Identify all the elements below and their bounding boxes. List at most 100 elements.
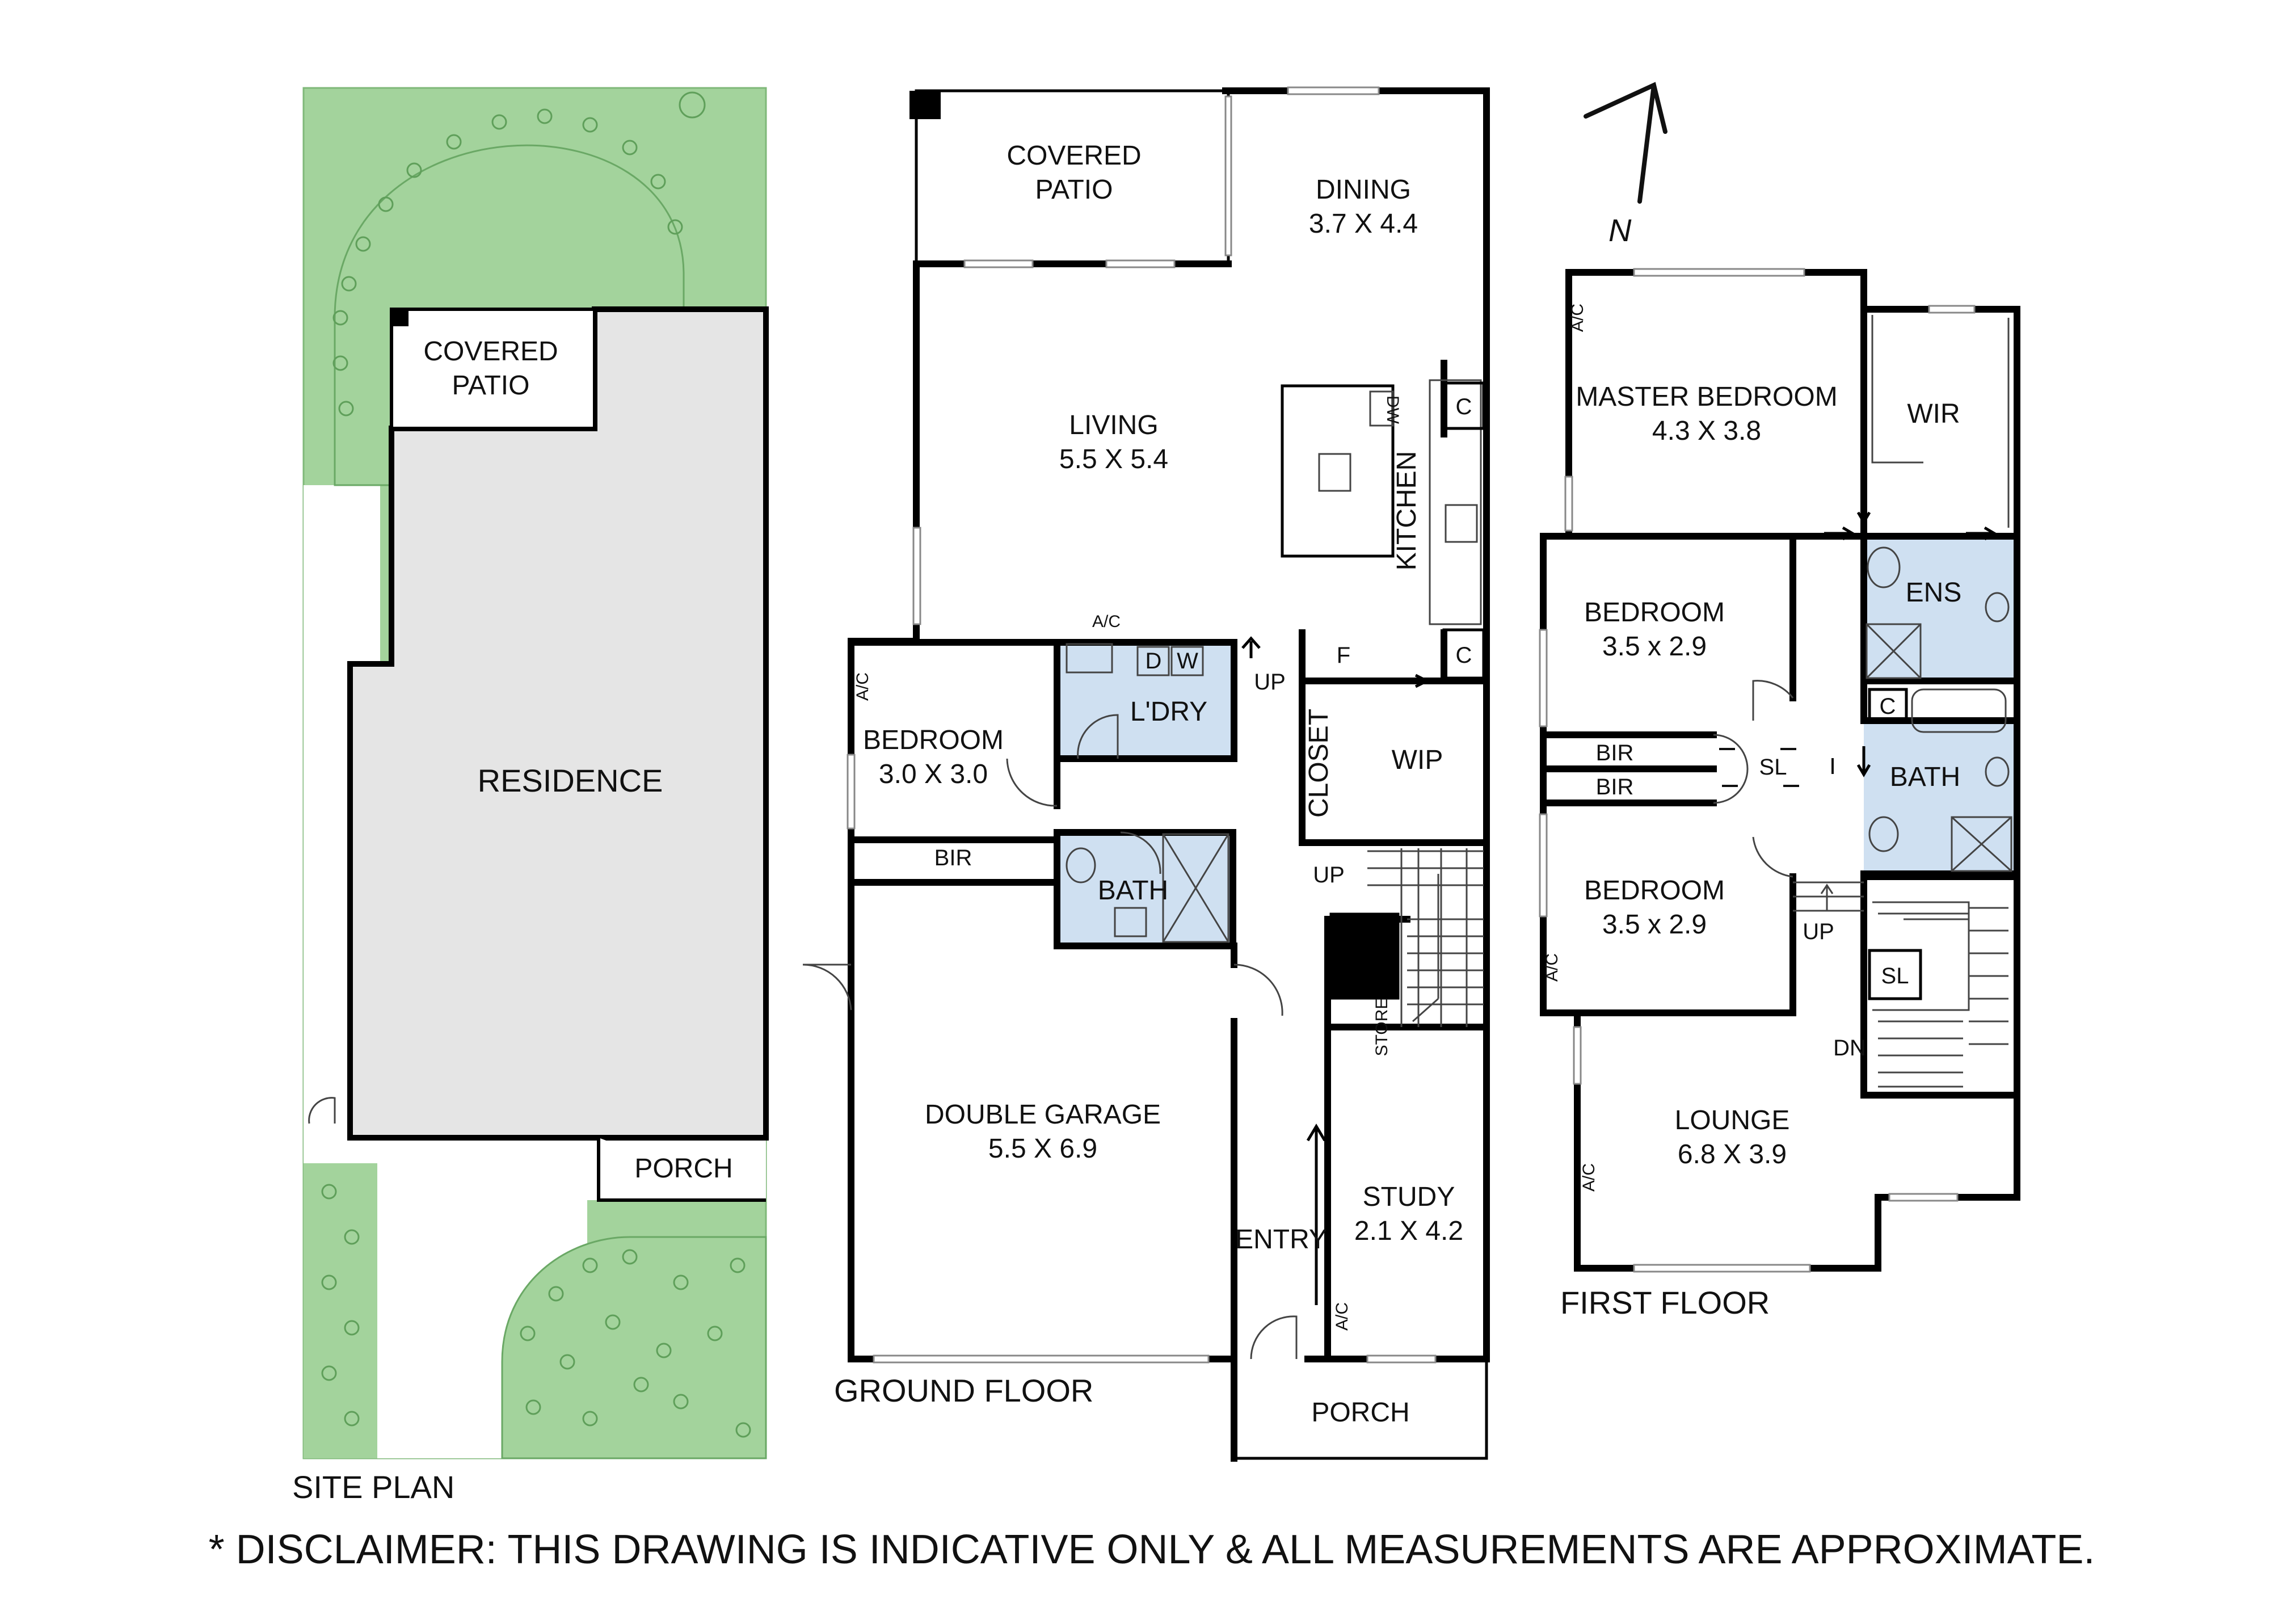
gf-kitchen-label: KITCHEN [1392,451,1422,571]
gf-garage-size: 5.5 X 6.9 [988,1134,1097,1164]
ff-up-label: UP [1803,919,1834,944]
ff-sl-stair-box [1868,949,1922,1000]
gf-window [1287,86,1380,95]
gf-bedroom-door [1006,758,1058,807]
ff-bedroom1-name: BEDROOM [1584,598,1725,628]
gf-laundry-walls [848,639,1237,762]
gf-window [1105,259,1176,268]
gf-washer-label: W [1177,649,1198,674]
ff-sl-hall-label: SL [1759,755,1787,780]
gf-ac-study: A/C [1333,1302,1351,1331]
first-floor-plan: N A/C MASTER BEDROOM 4.3 X 3.8 WIR ENS B… [1539,82,2020,1320]
first-floor-title: FIRST FLOOR [1560,1285,1770,1320]
north-arrow-icon [1584,82,1667,204]
ff-sl-stair-label: SL [1881,964,1909,988]
ff-arrow-bath [1856,746,1871,777]
ff-bedroom2-door [1752,836,1793,878]
ground-floor-plan: COVERED PATIO DINING 3.7 X 4.4 LIVING 5.… [802,86,1490,1462]
site-patio-label-1: COVERED [423,336,558,367]
gf-east-wall [1222,87,1490,1362]
gf-porch-label: PORCH [1311,1398,1409,1428]
ff-window [1564,476,1573,532]
gf-cupboard-upper [1442,381,1485,430]
gf-garage-side-door [802,964,852,1011]
site-gate-swing [308,1097,336,1124]
ff-bedroom2-size: 3.5 x 2.9 [1602,910,1707,940]
ff-arrow-wir [1856,494,1871,525]
ff-bath-fill [1864,721,2017,874]
site-residence [347,306,769,1141]
gf-dryer-box [1136,646,1170,676]
ff-bedroom-walls [1574,533,1796,1016]
gf-entry-door [1250,1315,1298,1360]
ff-skylight-hall [1718,748,1834,787]
gf-bedroom-name: BEDROOM [863,725,1004,755]
gf-shower-cross [1162,834,1229,943]
ff-ensuite-bath-walls [1860,533,2020,877]
gf-ac-bedroom: A/C [853,672,872,701]
site-shrubs [321,91,751,1438]
gf-store-label: STORE [1372,998,1391,1057]
gf-staircase [1329,848,1484,1027]
site-plan-title: SITE PLAN [292,1469,454,1505]
site-driveway [304,485,766,1458]
ff-bir-door [1713,734,1749,804]
gf-patio-post [909,91,941,119]
ff-window [1573,1026,1582,1085]
ff-dn-label: DN [1833,1036,1866,1061]
ff-bir1-label: BIR [1596,741,1634,765]
ff-bir2-label: BIR [1596,775,1634,800]
gf-laundry-label: L'DRY [1130,697,1207,727]
gf-washer-box [1170,646,1204,676]
gf-closet-label: CLOSET [1304,709,1334,818]
gf-bath-label: BATH [1098,876,1168,906]
gf-bath-door [1120,831,1161,874]
ff-window [1539,813,1548,918]
ff-arrow-ensuite [1966,526,1997,541]
ff-master-size: 4.3 X 3.8 [1652,416,1761,446]
gf-window [847,754,856,830]
gf-cupboard-lower [1442,628,1485,680]
ff-wir-shelves [1871,315,2010,528]
gf-bath-fill [1057,832,1233,946]
gf-wip-arrow [1390,674,1430,688]
site-porch-label: PORCH [634,1154,732,1184]
gf-f-label: F [1337,643,1350,668]
gf-c-lower-label: C [1456,643,1472,668]
gf-up-stair-label: UP [1313,863,1345,887]
ff-window [1633,1264,1811,1273]
ground-floor-title: GROUND FLOOR [834,1373,1093,1408]
gf-wip-label: WIP [1392,745,1443,775]
ff-ac-bedroom2: A/C [1543,953,1561,982]
ff-c-box [1868,688,1908,722]
gf-garage-door [873,1354,1210,1364]
ff-window [1539,629,1548,727]
gf-kitchen-island [1281,384,1395,558]
ff-arrow-master [1824,526,1855,541]
gf-study-size: 2.1 X 4.2 [1354,1216,1463,1246]
site-patio-label-2: PATIO [452,371,530,401]
site-plan: RESIDENCE COVERED PATIO PORCH SITE PLAN [292,87,769,1505]
ff-ens-label: ENS [1906,578,1962,608]
gf-living-name: LIVING [1069,410,1158,440]
gf-entry-label: ENTRY [1235,1225,1327,1255]
ff-master-name: MASTER BEDROOM [1576,382,1837,412]
gf-garage-inner-door [1233,964,1283,1016]
gf-laundry-tub-icon [1066,643,1113,674]
ff-window [1633,268,1805,277]
gf-bedroom-size: 3.0 X 3.0 [879,759,988,789]
ff-wet-fixtures [1866,546,2012,872]
site-residence-label: RESIDENCE [478,763,663,798]
gf-study-walls [1324,1024,1490,1362]
site-side-lawn [304,1163,377,1458]
ff-bir-walls [1540,731,1717,806]
ff-ac-master: A/C [1568,304,1587,332]
gf-kitchen-bench [1429,379,1482,625]
gf-patio-label-2: PATIO [1035,175,1113,205]
gf-study-name: STUDY [1363,1182,1455,1212]
gf-entry-arrow [1306,1124,1327,1305]
ff-ensuite-fill [1864,536,2017,681]
ff-bedroom1-size: 3.5 x 2.9 [1602,632,1707,662]
ff-window [1928,305,1976,314]
